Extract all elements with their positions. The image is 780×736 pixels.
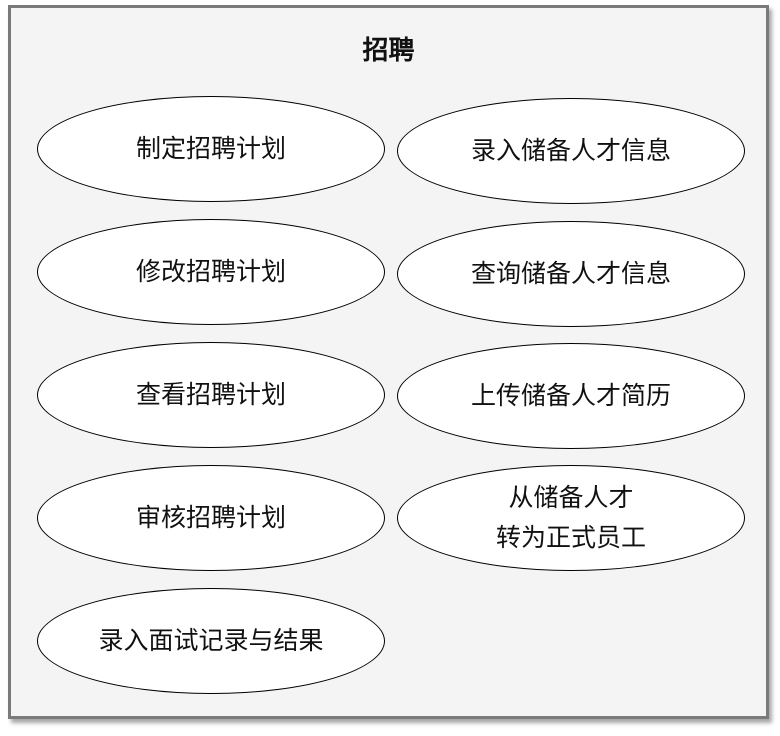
use-case-review-recruitment-plan[interactable]: 审核招聘计划 — [37, 465, 385, 571]
system-boundary: 招聘 制定招聘计划 录入储备人才信息 修改招聘计划 查询储备人才信息 查看招聘计… — [8, 5, 769, 719]
use-case-enter-reserve-talent-info[interactable]: 录入储备人才信息 — [397, 98, 745, 204]
use-case-label: 查询储备人才信息 — [470, 259, 671, 288]
use-case-view-recruitment-plan[interactable]: 查看招聘计划 — [37, 342, 385, 448]
use-case-label: 审核招聘计划 — [135, 503, 286, 532]
use-case-label: 上传储备人才简历 — [470, 381, 671, 410]
use-case-convert-reserve-to-employee[interactable]: 从储备人才 转为正式员工 — [397, 465, 745, 571]
use-case-enter-interview-record[interactable]: 录入面试记录与结果 — [37, 588, 385, 694]
use-case-make-recruitment-plan[interactable]: 制定招聘计划 — [37, 96, 385, 202]
use-case-label: 录入储备人才信息 — [470, 136, 671, 165]
use-case-label: 制定招聘计划 — [135, 134, 286, 163]
use-case-label: 录入面试记录与结果 — [98, 626, 324, 655]
use-case-query-reserve-talent-info[interactable]: 查询储备人才信息 — [397, 221, 745, 327]
system-title: 招聘 — [362, 36, 415, 66]
use-case-label: 修改招聘计划 — [135, 257, 286, 286]
use-case-modify-recruitment-plan[interactable]: 修改招聘计划 — [37, 219, 385, 325]
use-case-upload-reserve-talent-resume[interactable]: 上传储备人才简历 — [397, 343, 745, 449]
use-case-label: 查看招聘计划 — [135, 380, 286, 409]
use-case-label: 从储备人才 转为正式员工 — [495, 483, 646, 552]
